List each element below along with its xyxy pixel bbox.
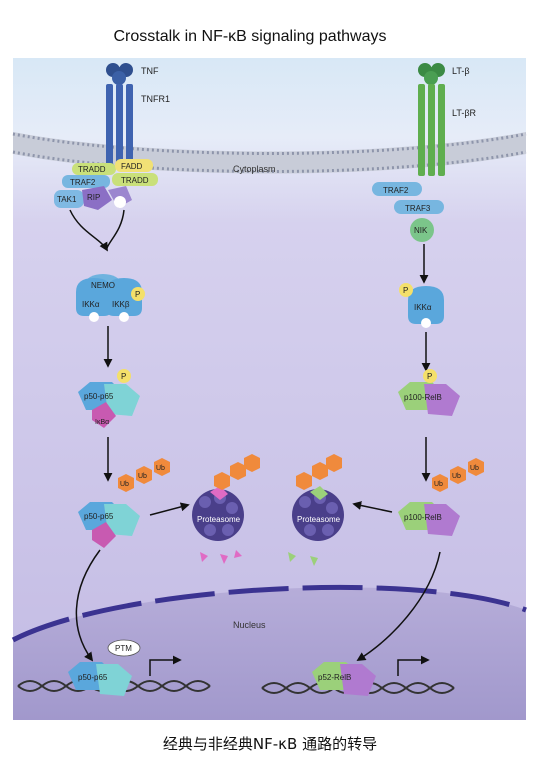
ptm-badge <box>107 639 141 657</box>
proteasome-right <box>288 454 344 566</box>
ikba-label: IκBα <box>95 419 109 426</box>
lt-beta-r-receptor <box>418 84 445 176</box>
tnf-label: TNF <box>141 66 159 76</box>
arrow-to-proteasome-right <box>352 501 393 513</box>
nucleus-label: Nucleus <box>233 620 266 630</box>
tnf-ligand <box>106 63 133 85</box>
tnfr1-label: TNFR1 <box>141 94 170 104</box>
lt-beta-label: LT-β <box>452 66 470 76</box>
ub-badge-nc-2 <box>450 466 466 484</box>
rip-shape <box>82 186 112 210</box>
arrow-p52-to-nucleus <box>356 551 441 661</box>
ub-nc-label-3: Ub <box>470 465 479 472</box>
fadd-box <box>115 159 153 172</box>
nik-shape <box>410 218 434 242</box>
arrow-adaptor-to-ikk <box>69 209 108 252</box>
p50-p65-nuclear-label: p50-p65 <box>78 673 108 682</box>
phospho-p100-badge <box>423 369 437 383</box>
lt-beta-r-label: LT-βR <box>452 108 477 118</box>
ub-badge-nc-1 <box>432 474 448 492</box>
phospho-ikk-badge <box>131 287 145 301</box>
p100-relb-label-2: p100-RelB <box>404 513 442 522</box>
p100-relb-complex <box>398 369 460 416</box>
tak1-box <box>54 190 84 208</box>
p50-p65-ub-complex <box>78 458 170 548</box>
proteasome-left-label: Proteasome <box>197 515 241 524</box>
figure-caption: 经典与非经典NF-κB 通路的转导 <box>162 735 378 753</box>
ikk-alpha-label: IKKα <box>82 300 100 309</box>
ltbr-adaptor-complex <box>372 182 444 242</box>
transcription-arrow-left <box>149 655 182 676</box>
ikk-alpha-noncanonical <box>399 283 444 328</box>
tradd-label: TRADD <box>78 165 106 174</box>
p52-relb-label: p52-RelB <box>318 673 351 682</box>
p100-relb-label: p100-RelB <box>404 393 442 402</box>
phospho-ikk-label: P <box>135 290 140 299</box>
ikk-alpha-shape <box>76 278 112 316</box>
traf2-label: TRAF2 <box>70 178 96 187</box>
ub-nc-label-1: Ub <box>434 481 443 488</box>
ikka-nc-label: IKKα <box>414 303 432 312</box>
phospho-ikka-badge <box>399 283 413 297</box>
phospho-ikba-label: P <box>121 372 126 381</box>
traf3-box <box>394 200 444 214</box>
arrow-dimer-to-nucleus <box>75 549 101 662</box>
page-title: Crosstalk in NF-κB signaling pathways <box>113 28 387 45</box>
p52-relb-nuclear <box>312 662 376 696</box>
ptm-label: PTM <box>115 644 132 653</box>
ub-badge-nc-3 <box>468 458 484 476</box>
ub-nc-label-2: Ub <box>452 473 461 480</box>
ikk-beta-shape <box>106 278 142 316</box>
p50-p65-label: p50-p65 <box>84 392 114 401</box>
ub-label-3: Ub <box>156 465 165 472</box>
ub-badge-3 <box>154 458 170 476</box>
tnfr1-receptor <box>106 84 133 170</box>
ikk-complex-canonical <box>76 274 145 322</box>
tradd-label-2: TRADD <box>121 176 149 185</box>
phospho-ikba-badge <box>117 369 131 383</box>
transcription-arrow-right <box>397 655 430 676</box>
p100-relb-ub-complex <box>398 458 484 536</box>
phospho-ikka-label: P <box>403 286 408 295</box>
nemo-label: NEMO <box>91 281 115 290</box>
ub-label-1: Ub <box>120 481 129 488</box>
p50-p65-label-2: p50-p65 <box>84 512 114 521</box>
traf2-box <box>62 175 110 188</box>
cytoplasm-label: Cytoplasm <box>233 164 276 174</box>
traf2-box-nc <box>372 182 422 196</box>
nucleus <box>11 584 527 720</box>
p50-p65-nuclear <box>68 639 141 696</box>
traf3-label: TRAF3 <box>405 204 431 213</box>
tradd-box <box>72 163 116 175</box>
phospho-p100-label: P <box>427 372 432 381</box>
rip-label: RIP <box>87 193 100 202</box>
ub-badge-1 <box>118 474 134 492</box>
tak1-label: TAK1 <box>57 195 77 204</box>
fadd-label: FADD <box>121 162 143 171</box>
tradd-box-2 <box>112 173 158 186</box>
lt-beta-ligand <box>418 63 445 85</box>
ub-label-2: Ub <box>138 473 147 480</box>
ikk-beta-label: IKKβ <box>112 300 130 309</box>
traf2-nc-label: TRAF2 <box>383 186 409 195</box>
nik-label: NIK <box>414 226 428 235</box>
arrow-to-proteasome-left <box>149 502 190 516</box>
p50-p65-ikba-complex <box>78 369 140 428</box>
ub-badge-2 <box>136 466 152 484</box>
proteasome-right-label: Proteasome <box>297 515 341 524</box>
tnfr1-adaptor-complex <box>54 159 158 210</box>
proteasome-left <box>192 454 260 564</box>
